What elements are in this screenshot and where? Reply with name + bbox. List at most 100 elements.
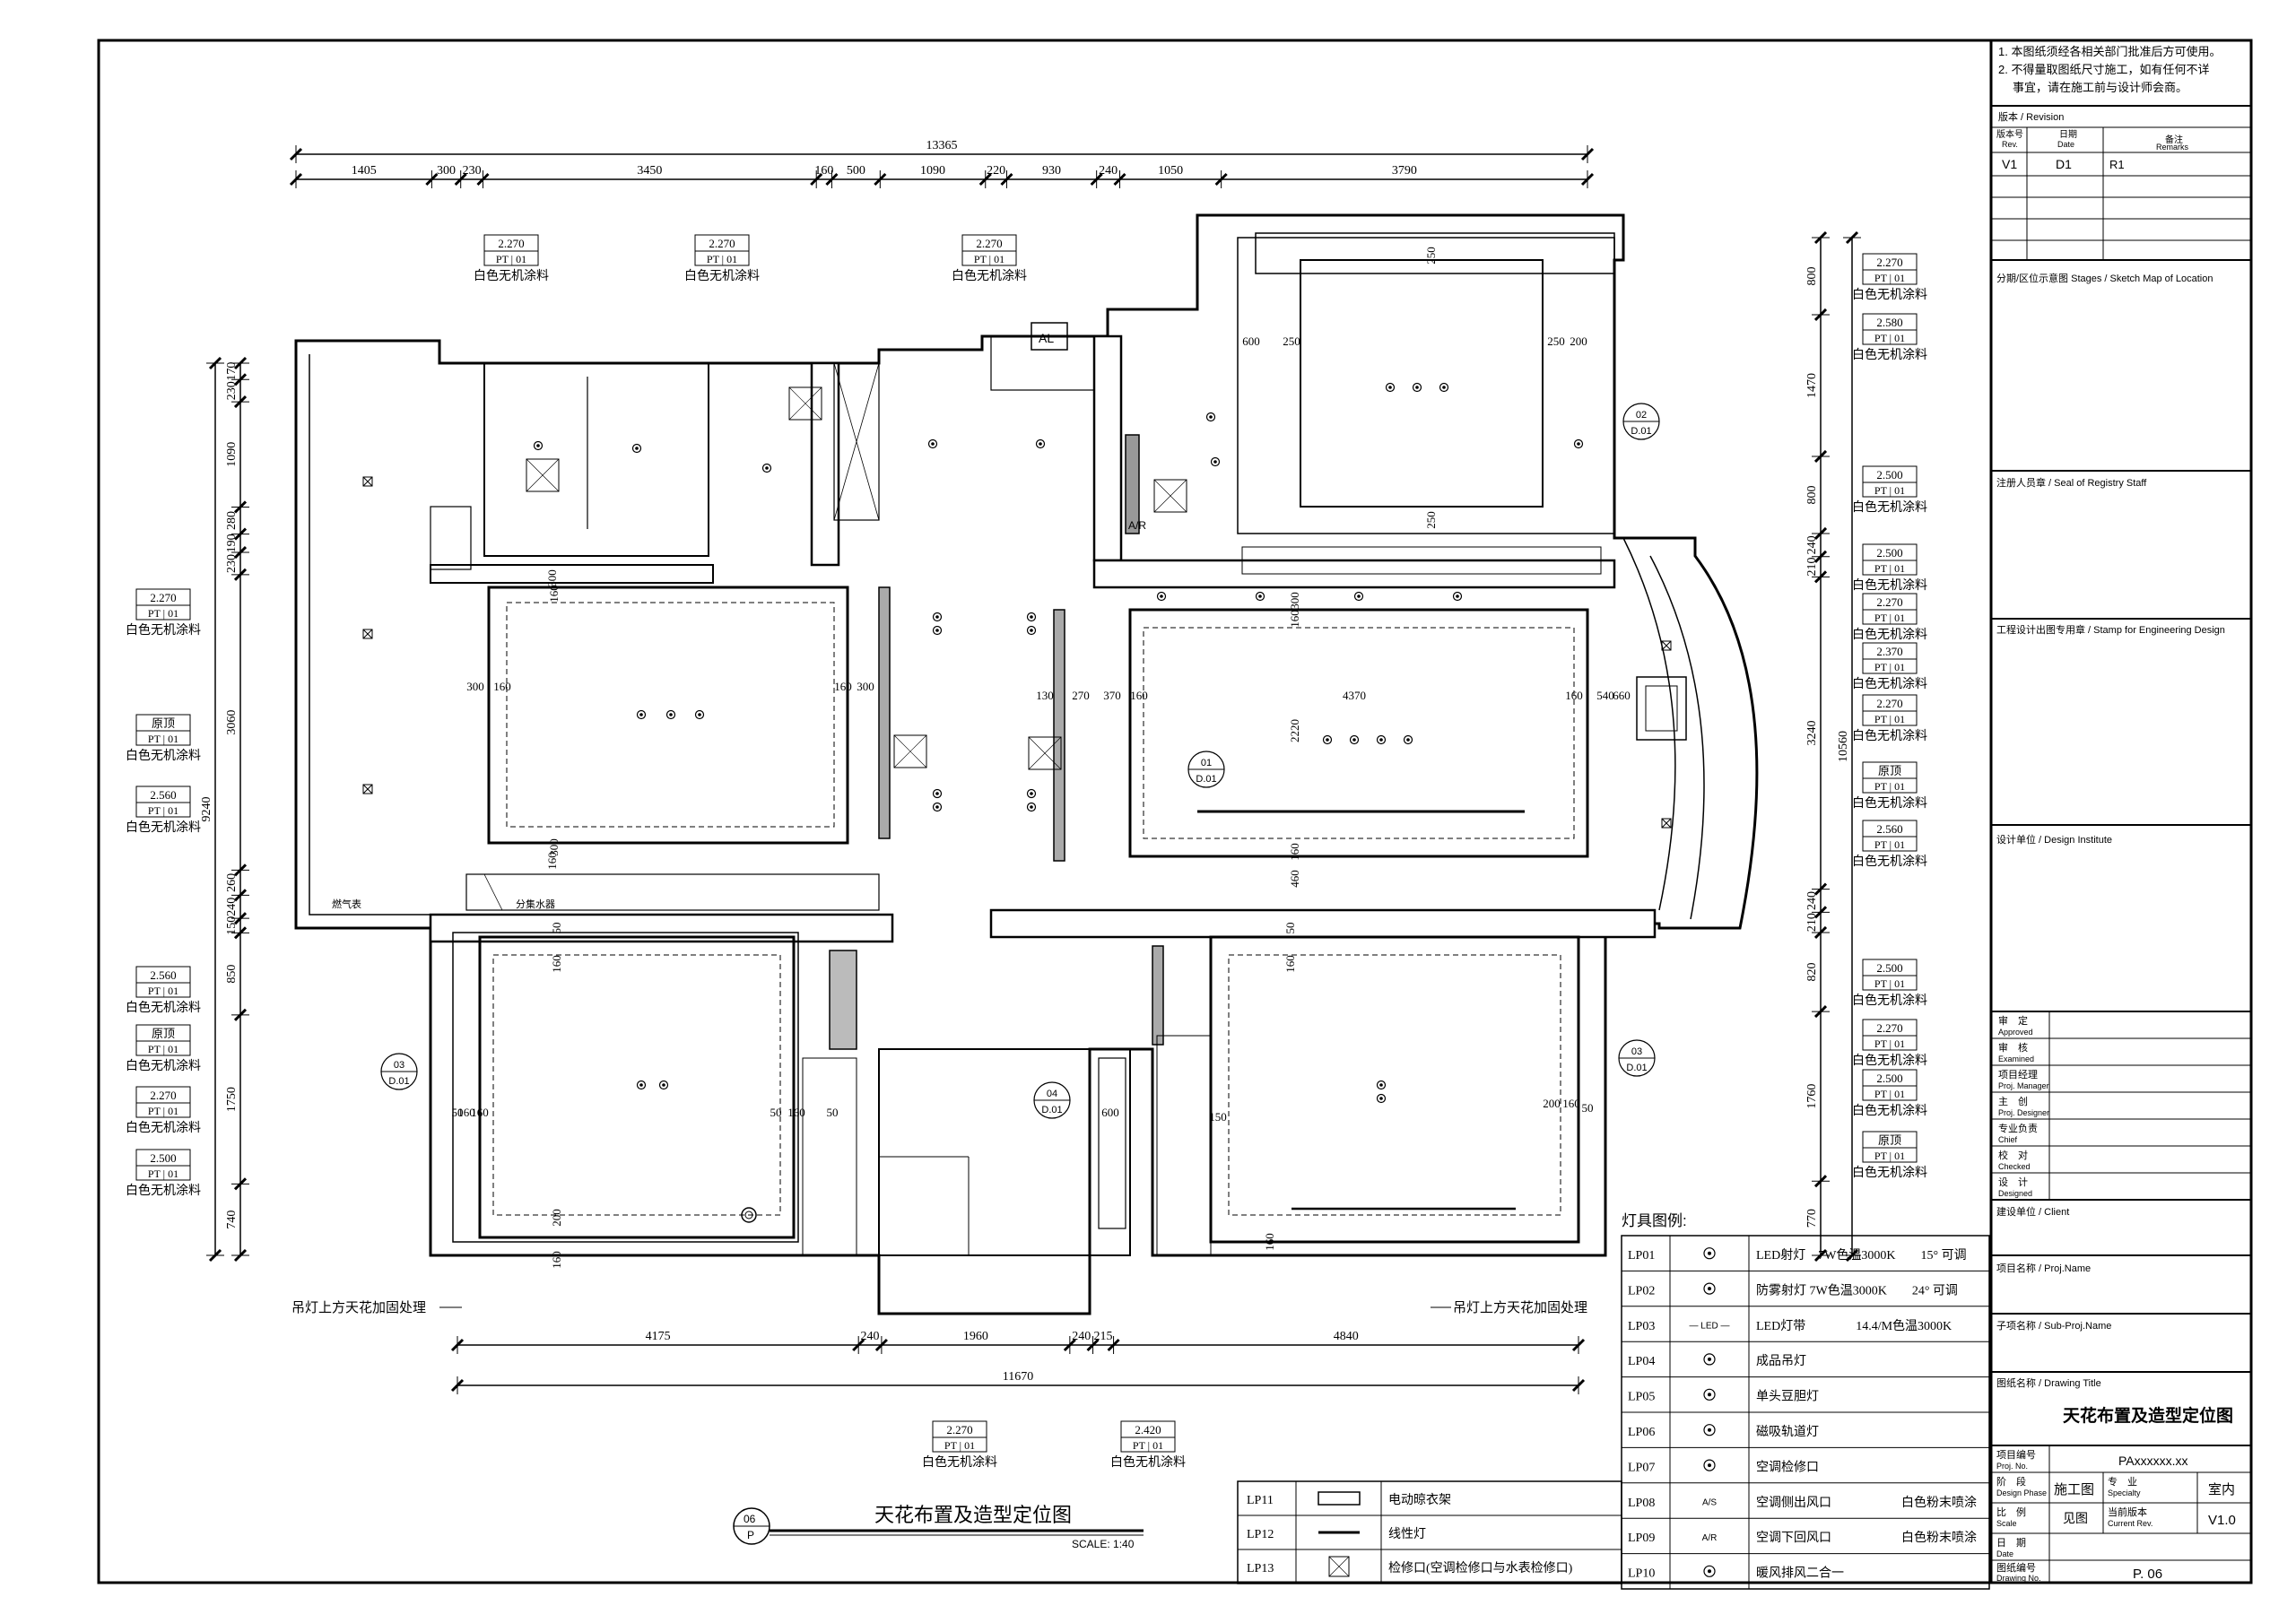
pendant-light-icon [741, 1207, 757, 1223]
section-ref-num: 02 [1636, 410, 1647, 421]
dimension-label: 150 [225, 916, 239, 935]
room-dimension-label: 200 [1570, 334, 1587, 348]
dimension-label: 1405 [352, 164, 377, 178]
material-code: PT | 01 [1874, 332, 1905, 344]
grille-light-icon [362, 629, 373, 639]
dimension-label: 1750 [225, 1087, 239, 1112]
material-name: 白色无机涂料 [126, 622, 201, 637]
dimension-label: 930 [1042, 164, 1061, 178]
material-code: PT | 01 [1874, 661, 1905, 673]
height-value: 2.270 [498, 237, 524, 250]
room-dimension-label: 160 [1562, 1097, 1580, 1110]
dimension-label: 230 [225, 381, 239, 400]
height-value: 原顶 [1878, 1133, 1901, 1147]
date-col-en: Date [2057, 140, 2074, 149]
material-code: PT | 01 [1874, 1150, 1905, 1162]
light-fixtures [362, 382, 1672, 1223]
room-dimension-label: 160 [457, 1106, 475, 1119]
role-en: Examined [1998, 1055, 2034, 1063]
scale-en: Scale [1996, 1519, 2017, 1528]
spotlight-icon [1026, 612, 1037, 622]
proj-no-en: Proj. No. [1996, 1462, 2028, 1471]
legend-desc: 电动晾衣架 [1388, 1493, 1451, 1507]
ac-return-vent-icon: A/R [1702, 1533, 1718, 1543]
remarks-col-en: Remarks [2156, 143, 2189, 152]
section-ref-sheet: D.01 [1626, 1063, 1647, 1073]
material-code: PT | 01 [1874, 1088, 1905, 1100]
spotlight-icon [1322, 734, 1333, 745]
room-dimension-label: 160 [547, 585, 561, 603]
rev-value: V1 [2002, 157, 2017, 171]
dimension-chain-left: 1702301090280190230306026024015085017507… [200, 356, 249, 1263]
drawing-title-label: 图纸名称 / Drawing Title [1996, 1376, 2101, 1389]
room-dimension-label: 160 [550, 1251, 563, 1269]
room-dimension-label: 540 [1596, 689, 1614, 702]
legend-desc: 空调侧出风口 [1756, 1496, 1831, 1510]
material-name: 白色无机涂料 [1852, 993, 1927, 1007]
drawing-no-value: P. 06 [2133, 1567, 2162, 1582]
room-dimension-label: 160 [493, 680, 511, 693]
material-name: 白色无机涂料 [1852, 676, 1927, 690]
dimension-label: 240 [1805, 535, 1819, 554]
spotlight-icon [1703, 1247, 1716, 1260]
room-dimension-label: 160 [545, 852, 559, 870]
room-dimension-label: 300 [857, 680, 874, 693]
room-dimension-label: 600 [1101, 1106, 1119, 1119]
dimension-label: 800 [1805, 485, 1819, 504]
dimension-label: 4840 [1334, 1330, 1359, 1343]
pendant-light-icon [1703, 1353, 1716, 1366]
phase-en: Design Phase [1996, 1488, 2047, 1497]
dimension-label: 240 [861, 1330, 880, 1343]
legend-desc: 磁吸轨道灯 [1756, 1425, 1819, 1439]
dimension-label: 240 [225, 898, 239, 916]
specialty-en: Specialty [2108, 1488, 2141, 1497]
material-code: PT | 01 [1133, 1439, 1163, 1452]
role-cn: 审 核 [1998, 1041, 2028, 1054]
sub-proj-label: 子项名称 / Sub-Proj.Name [1996, 1319, 2111, 1332]
legend-code: LP05 [1628, 1391, 1655, 1404]
remarks-col-cn: 备注 [2165, 134, 2183, 145]
specialty-value: 室内 [2208, 1482, 2235, 1497]
spotlight-icon [1026, 802, 1037, 812]
legend-code: LP09 [1628, 1532, 1655, 1545]
role-en: Designed [1998, 1189, 2032, 1198]
spotlight-icon [1376, 1093, 1387, 1104]
spotlight-icon [636, 709, 647, 720]
room-dimension-label: 660 [1613, 689, 1631, 702]
title-mark-sheet: P [747, 1529, 754, 1541]
water-separator-label: 分集水器 [516, 898, 555, 910]
spotlight-icon [1205, 412, 1216, 422]
note-line-3: 事宜，请在施工前与设计师会商。 [2013, 81, 2187, 94]
spotlight-icon [1255, 591, 1265, 602]
room-dimension-label: 300 [547, 838, 561, 856]
material-code: PT | 01 [148, 733, 178, 745]
legend-desc: LED射灯 7W色温3000K 15° 可调 [1756, 1247, 1967, 1263]
material-name: 白色无机涂料 [126, 1000, 201, 1014]
room-dimension-label: 160 [550, 955, 563, 973]
left-total-dimension: 9240 [200, 797, 213, 822]
material-name: 白色无机涂料 [1852, 347, 1927, 361]
reinforce-note-left: 吊灯上方天花加固处理 [291, 1300, 426, 1315]
material-code: PT | 01 [148, 1043, 178, 1055]
dimension-label: 280 [225, 511, 239, 530]
ar-label: A/R [1128, 519, 1146, 532]
legend-desc: LED灯带 14.4/M色温3000K [1756, 1318, 1952, 1333]
legend-code: LP07 [1628, 1461, 1655, 1474]
section-ref-marker: 04D.01 [1033, 1081, 1071, 1119]
date-en: Date [1996, 1549, 2013, 1558]
height-value: 2.270 [1876, 697, 1902, 710]
spotlight-icon [1412, 382, 1422, 393]
role-cn: 主 创 [1998, 1096, 2028, 1107]
